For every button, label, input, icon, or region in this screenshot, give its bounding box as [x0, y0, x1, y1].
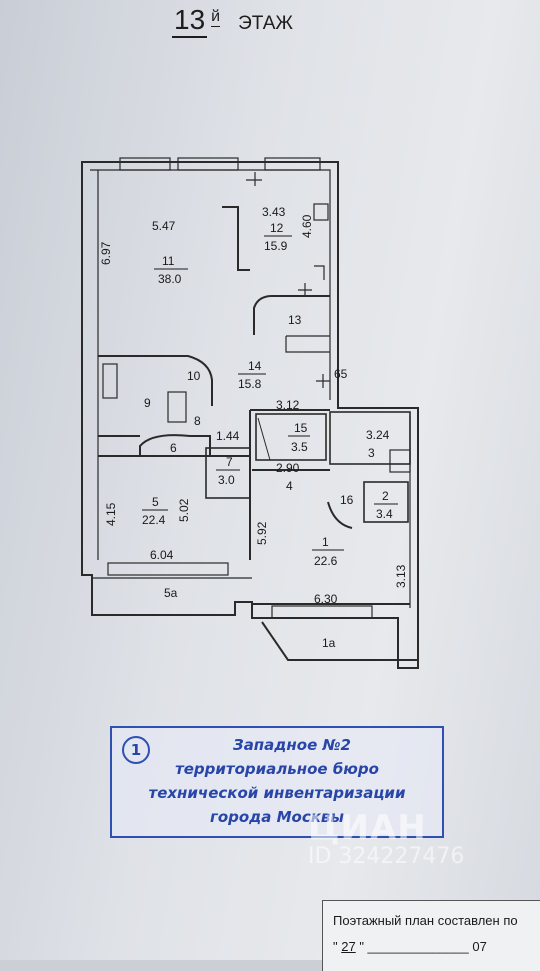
- marker-13: [298, 283, 312, 297]
- room-5-area: 22.4: [142, 513, 166, 527]
- room-8-number: 8: [194, 414, 201, 428]
- marker-65: [316, 374, 330, 388]
- partition-11-12: [222, 206, 250, 271]
- floor-word: ЭТАЖ: [238, 13, 293, 34]
- room-11-marker: [246, 172, 262, 186]
- room-15-number: 15: [294, 421, 308, 435]
- floor-suffix: й: [211, 8, 221, 27]
- outer-wall: [81, 161, 419, 669]
- floor-plan: 5.47 11 38.0 3.43 12 15.9 4.60 6.97 13 1…: [81, 157, 419, 669]
- footer-note: Поэтажный план составлен по " 27 " _____…: [322, 900, 540, 971]
- floor-title: 13 й ЭТАЖ: [172, 4, 293, 44]
- dim-3-13: 3.13: [394, 564, 408, 588]
- dim-4-60: 4.60: [300, 214, 314, 238]
- stamp-number: 1: [122, 736, 150, 764]
- balcony-1a-label: 1а: [322, 636, 336, 650]
- dim-3-24: 3.24: [366, 428, 390, 442]
- window-top-2: [177, 157, 239, 171]
- dim-6-30: 6.30: [314, 592, 338, 606]
- room-7-wall: [205, 447, 251, 499]
- label-65: 65: [334, 367, 348, 381]
- room-10-number: 10: [187, 369, 201, 383]
- closet-13: [285, 335, 330, 353]
- door-15: [257, 417, 271, 461]
- footer-day: 27: [341, 939, 356, 954]
- stamp-line-3: технической инвентаризации: [148, 784, 406, 802]
- room-3-number: 3: [368, 446, 375, 460]
- plan-walls: [81, 157, 419, 669]
- room-1-area: 22.6: [314, 554, 338, 568]
- room-12-area: 15.9: [264, 239, 288, 253]
- footer-text: Поэтажный план составлен по: [333, 913, 518, 928]
- window-1: [271, 605, 373, 619]
- room-14-area: 15.8: [238, 377, 262, 391]
- room-3-wall: [329, 411, 411, 465]
- room-2-wall: [363, 481, 409, 523]
- stamp-line-1: Западное №2: [233, 736, 351, 754]
- room-7-number: 7: [226, 455, 233, 469]
- wall-1: [252, 469, 410, 605]
- balcony-1a: [261, 621, 418, 661]
- room-15-area: 3.5: [291, 440, 308, 454]
- bathtub-8: [167, 391, 187, 423]
- room-7-area: 3.0: [218, 473, 235, 487]
- room-11-number: 11: [162, 254, 175, 268]
- vent-12: [313, 203, 329, 221]
- room-16-number: 16: [340, 493, 354, 507]
- room-2-number: 2: [382, 489, 389, 503]
- stamp-line-4: города Москвы: [209, 808, 344, 826]
- room-5-number: 5: [152, 495, 159, 509]
- curve-16: [327, 501, 353, 529]
- dim-4-15: 4.15: [104, 502, 118, 526]
- window-top-3: [264, 157, 321, 171]
- balcony-5a-label: 5а: [164, 586, 178, 600]
- room-15-wall: [255, 413, 327, 461]
- room-14-number: 14: [248, 359, 262, 373]
- room-2-area: 3.4: [376, 507, 393, 521]
- room-12-number: 12: [270, 221, 284, 235]
- wall-9: [98, 355, 213, 437]
- room-6-number: 6: [170, 441, 177, 455]
- stove-3: [389, 449, 411, 473]
- footer-date: " 27 " ______________ 07: [333, 939, 487, 954]
- room-13-number: 13: [288, 313, 302, 327]
- cian-watermark: ЦИАН ID 324227476: [308, 808, 528, 869]
- watermark-brand: ЦИАН: [308, 808, 427, 848]
- dim-2-90: 2.90: [276, 461, 300, 475]
- dim-5-02: 5.02: [177, 498, 191, 522]
- room-4-number: 4: [286, 479, 293, 493]
- dim-3-12: 3.12: [276, 398, 300, 412]
- room-11-area: 38.0: [158, 272, 182, 286]
- dim-1-44: 1.44: [216, 429, 240, 443]
- niche-12: [314, 265, 325, 280]
- stamp-line-2: территориальное бюро: [175, 760, 379, 778]
- dim-6-04: 6.04: [150, 548, 174, 562]
- wall-13: [253, 295, 330, 335]
- watermark-id: ID 324227476: [308, 844, 465, 869]
- footer-year: 07: [472, 939, 487, 954]
- window-5: [107, 562, 229, 576]
- bti-stamp: 1 Западное №2 территориальное бюро техни…: [110, 726, 444, 838]
- dim-3-43: 3.43: [262, 205, 286, 219]
- dim-5-47: 5.47: [152, 219, 176, 233]
- room-1-number: 1: [322, 535, 329, 549]
- dim-5-92: 5.92: [255, 521, 269, 545]
- corridor-6: [139, 434, 211, 457]
- bathtub-9: [102, 363, 118, 399]
- dim-6-97: 6.97: [99, 241, 113, 265]
- floor-number: 13: [172, 4, 208, 38]
- window-top-1: [119, 157, 171, 171]
- room-9-number: 9: [144, 396, 151, 410]
